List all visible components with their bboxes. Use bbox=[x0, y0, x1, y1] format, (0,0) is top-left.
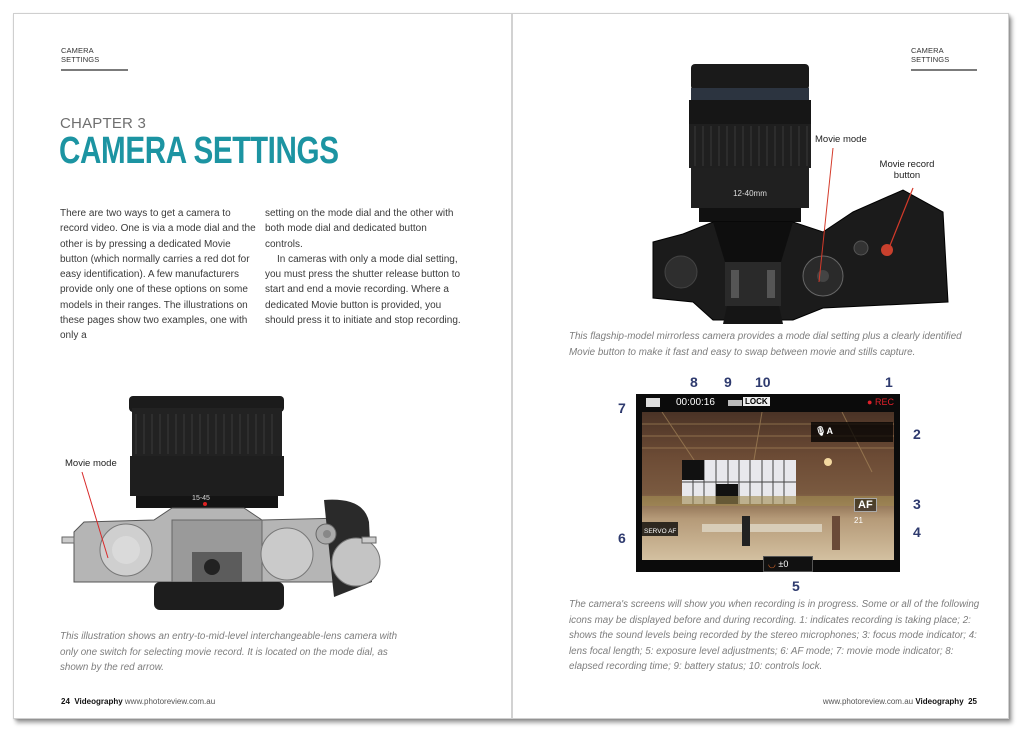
audio-level-meter: 🎙A bbox=[811, 422, 893, 442]
movie-mode-icon bbox=[646, 398, 660, 407]
chapter-label: CHAPTER 3 bbox=[60, 115, 146, 132]
callout-3: 3 bbox=[913, 496, 921, 512]
body-column-2: setting on the mode dial and the other w… bbox=[265, 206, 465, 328]
exposure-adjustment: ◡ ±0 bbox=[763, 556, 813, 572]
camera-top-view-figure: 12-40mm Movie mode Movie record butto bbox=[643, 62, 953, 324]
running-head: CAMERA SETTINGS bbox=[61, 46, 128, 71]
page-number: 25 bbox=[968, 697, 977, 706]
callout-9: 9 bbox=[724, 374, 732, 390]
page-footer: 24 Videography www.photoreview.com.au bbox=[61, 697, 215, 706]
chapter-title: CAMERA SETTINGS bbox=[59, 130, 339, 172]
publication-name: Videography bbox=[915, 697, 964, 706]
website-url: www.photoreview.com.au bbox=[124, 697, 216, 706]
camera-illustration: 12-40mm bbox=[652, 64, 949, 324]
callout-8: 8 bbox=[690, 374, 698, 390]
exposure-value: ±0 bbox=[778, 559, 789, 569]
focus-mode-indicator: AF bbox=[854, 498, 877, 512]
audio-mode: A bbox=[826, 426, 833, 436]
controls-lock-badge: LOCK bbox=[743, 397, 770, 406]
camera-illustration: 15-45 bbox=[61, 396, 381, 610]
right-page: CAMERA SETTINGS 12-40mm bbox=[513, 14, 1010, 718]
left-page: CAMERA SETTINGS CHAPTER 3 CAMERA SETTING… bbox=[14, 14, 511, 718]
svg-text:12-40mm: 12-40mm bbox=[733, 189, 767, 198]
magazine-spread: CAMERA SETTINGS CHAPTER 3 CAMERA SETTING… bbox=[13, 13, 1009, 719]
website-url: www.photoreview.com.au bbox=[822, 697, 914, 706]
figure-caption: This flagship-model mirrorless camera pr… bbox=[569, 331, 962, 358]
callout-6: 6 bbox=[618, 530, 626, 546]
publication-name: Videography bbox=[74, 697, 123, 706]
figure-caption: This illustration shows an entry-to-mid-… bbox=[60, 631, 398, 673]
callout-10: 10 bbox=[755, 374, 771, 390]
page-spine bbox=[511, 14, 513, 718]
camera-screen-figure: 8 9 10 1 7 2 3 4 6 5 bbox=[608, 372, 938, 597]
callout-5: 5 bbox=[792, 578, 800, 594]
rec-label: REC bbox=[874, 397, 894, 407]
running-head: CAMERA SETTINGS bbox=[911, 46, 977, 71]
svg-text:15-45: 15-45 bbox=[192, 495, 210, 502]
callout-2: 2 bbox=[913, 426, 921, 442]
body-column-1: There are two ways to get a camera to re… bbox=[60, 206, 260, 344]
microphone-icon: 🎙 bbox=[815, 426, 827, 436]
callout-4: 4 bbox=[913, 524, 921, 540]
page-number: 24 bbox=[61, 697, 70, 706]
camera-top-view-figure: 15-45 bbox=[44, 382, 404, 620]
focal-length: 21 bbox=[854, 516, 863, 525]
rec-indicator: ● REC bbox=[867, 397, 894, 407]
callout-7: 7 bbox=[618, 400, 626, 416]
camera-lcd-screen: 00:00:16 LOCK ● REC 🎙A AF 21 SERVO AF ◡ … bbox=[636, 394, 900, 572]
body-paragraph: In cameras with only a mode dial setting… bbox=[265, 253, 461, 327]
body-paragraph: There are two ways to get a camera to re… bbox=[60, 208, 256, 342]
body-paragraph: setting on the mode dial and the other w… bbox=[265, 208, 454, 250]
movie-mode-label: Movie mode bbox=[65, 458, 117, 469]
af-mode-indicator: SERVO AF bbox=[642, 522, 679, 536]
battery-icon bbox=[728, 400, 742, 406]
movie-record-button-label: Movie record button bbox=[879, 159, 935, 181]
movie-mode-label: Movie mode bbox=[815, 134, 867, 145]
exposure-icon: ◡ bbox=[768, 559, 776, 569]
callout-1: 1 bbox=[885, 374, 893, 390]
elapsed-time: 00:00:16 bbox=[676, 397, 715, 408]
figure-caption: The camera's screens will show you when … bbox=[569, 599, 980, 672]
page-footer: www.photoreview.com.au Videography 25 bbox=[823, 697, 977, 706]
